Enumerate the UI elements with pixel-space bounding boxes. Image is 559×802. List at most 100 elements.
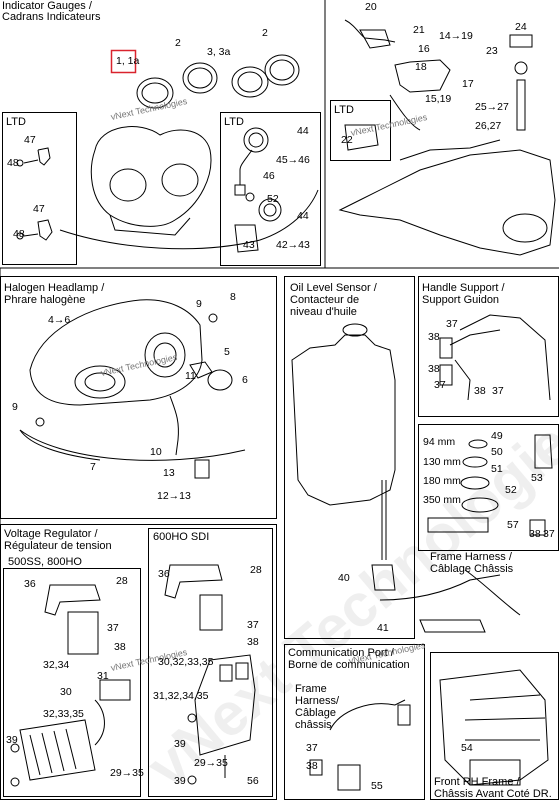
part-label: 39: [6, 734, 18, 746]
part-label: 44: [297, 125, 309, 137]
part-label: 43: [243, 239, 255, 251]
part-label: 47: [24, 134, 36, 146]
part-label: 32,33,35: [43, 708, 84, 720]
front-frame-title-2: Châssis Avant Coté DR.: [434, 788, 552, 800]
part-label: 30: [60, 686, 72, 698]
part-label: 29→35: [194, 757, 228, 769]
part-label: 37: [446, 318, 458, 330]
part-label: 22: [341, 134, 353, 146]
grease-tube-shape: [427, 517, 489, 533]
voltage-sub-left: 500SS, 800HO: [8, 556, 82, 568]
part-label: 48: [7, 157, 19, 169]
part-label: 37: [107, 622, 119, 634]
part-label: 9: [12, 401, 18, 413]
headlamp-housing-shape: [29, 299, 203, 406]
headlamp-lens-shape: [19, 429, 246, 461]
part-label: 38: [247, 636, 259, 648]
comm-harness-3: Câblage: [295, 707, 336, 719]
part-label: 28: [116, 575, 128, 587]
part-label: 11: [185, 370, 196, 382]
part-label: 51: [491, 463, 503, 475]
hood-panel-shape: [338, 149, 556, 256]
part-label: 37: [434, 379, 446, 391]
regulator-bracket-shape: [44, 584, 101, 616]
part-label: 57: [507, 519, 519, 531]
part-label: 5: [224, 346, 230, 358]
gauge-tach-shape: [231, 66, 269, 98]
part-label: 56: [247, 775, 259, 787]
part-label: 21: [413, 24, 425, 36]
part-label: 31,32,34,35: [153, 690, 209, 702]
part-label: 54: [461, 742, 473, 754]
part-label: 38: [306, 760, 318, 772]
part-label: 12→13: [157, 490, 191, 502]
highlight-box: [110, 49, 137, 74]
part-label: 48: [13, 228, 25, 240]
part-label: 36: [24, 578, 36, 590]
part-label: 46: [263, 170, 275, 182]
part-label: 24: [515, 21, 527, 33]
part-label: 39: [174, 738, 186, 750]
part-label: 23: [486, 45, 498, 57]
clamp-size: 350 mm: [423, 494, 461, 506]
part-label: 26,27: [475, 120, 502, 132]
part-label: 49: [491, 430, 503, 442]
part-label: 39: [174, 775, 186, 787]
part-label: 52: [267, 193, 279, 205]
part-label: 32,34: [43, 659, 70, 671]
ltd-box-right: [330, 100, 391, 161]
part-label: 37: [306, 742, 318, 754]
part-label: 41: [377, 622, 389, 634]
voltage-sub-right: 600HO SDI: [153, 531, 210, 543]
halogen-title-en: Halogen Headlamp /: [4, 282, 105, 294]
part-label: 37: [492, 385, 504, 397]
part-label: 4→6: [48, 314, 71, 326]
part-label: 44: [297, 210, 309, 222]
voltage-title-en: Voltage Regulator /: [4, 528, 98, 540]
part-label: 40: [338, 572, 350, 584]
gauge-speedometer-shape: [136, 77, 174, 109]
part-label: 38: [114, 641, 126, 653]
oil-title-1: Oil Level Sensor /: [290, 282, 377, 294]
frame-harness-title-2: Câblage Châssis: [430, 563, 514, 575]
part-label: 31: [97, 670, 109, 682]
gauge-housing-shape: [90, 126, 212, 227]
part-label: 28: [250, 564, 262, 576]
part-label: 20: [365, 1, 377, 13]
part-label: 15,19: [425, 93, 452, 105]
part-label: 55: [371, 780, 383, 792]
part-label: 38: [428, 363, 440, 375]
front-frame-title-1: Front RH Frame /: [434, 776, 520, 788]
halogen-title-fr: Phrare halogène: [4, 294, 86, 306]
part-label: 36: [158, 568, 170, 580]
part-label: 38: [428, 331, 440, 343]
part-label: 7: [90, 461, 96, 473]
regulator-body-shape: [194, 654, 256, 756]
part-label: 2: [262, 27, 268, 39]
part-label: 1, 1a: [116, 55, 140, 67]
indicator-title-en: Indicator Gauges /: [2, 0, 92, 12]
ltd-label: LTD: [224, 116, 244, 128]
section-frame-halogen: [0, 276, 277, 519]
part-label: 8: [230, 291, 236, 303]
oil-title-2: Contacteur de: [290, 294, 360, 306]
handle-title-fr: Support Guidon: [422, 294, 500, 306]
part-label: 3, 3a: [207, 46, 231, 58]
part-label: 18: [415, 61, 427, 73]
front-frame-shape: [439, 669, 549, 786]
clamp-size: 94 mm: [423, 436, 456, 448]
gauge-bezel-ring: [182, 62, 218, 94]
comm-harness-4: châssis: [295, 719, 332, 731]
part-label: 53: [531, 472, 543, 484]
part-label: 10: [150, 446, 162, 458]
ltd-label: LTD: [6, 116, 26, 128]
clamp-size: 130 mm: [423, 456, 461, 468]
part-label: 42→43: [276, 239, 310, 251]
part-label: 47: [33, 203, 45, 215]
indicator-title-fr: Cadrans Indicateurs: [2, 11, 101, 23]
part-label: 6: [242, 374, 248, 386]
comm-harness-2: Harness/: [295, 695, 340, 707]
ltd-box-left: [2, 112, 77, 265]
part-41-shape: [419, 619, 486, 633]
